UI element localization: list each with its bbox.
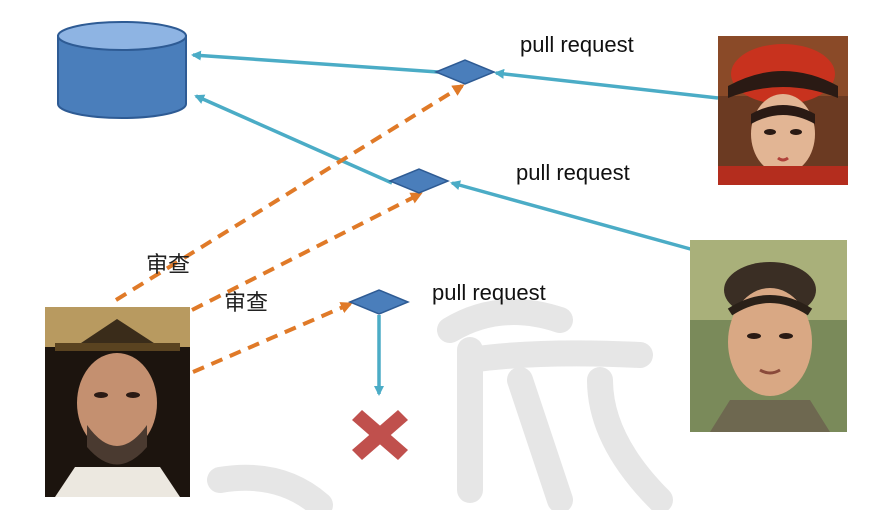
merge-point-top-diamond-icon xyxy=(434,59,496,85)
contributor-young-man-photo xyxy=(690,240,847,432)
merge-arrow-top-to-repo xyxy=(191,50,439,74)
review-label-a: 审查 xyxy=(146,253,190,278)
pull-request-label-middle: pull request xyxy=(516,160,630,185)
watermark xyxy=(207,299,673,510)
pull-request-label-top: pull request xyxy=(520,32,634,57)
pr-arrow-top-to-diamond xyxy=(494,68,719,100)
review-label-b: 审查 xyxy=(224,291,268,316)
pull-request-label-bottom: pull request xyxy=(432,280,546,305)
review-line-middle xyxy=(191,192,423,312)
rejected-x-icon xyxy=(352,410,408,460)
contributor-woman-photo xyxy=(718,36,848,185)
reviewer-official-photo xyxy=(45,307,190,497)
pr-arrow-middle-to-diamond xyxy=(450,180,695,252)
merge-arrow-middle-to-repo xyxy=(194,94,393,185)
merge-point-bottom-diamond-icon xyxy=(348,289,410,315)
merge-point-middle-diamond-icon xyxy=(388,168,450,194)
review-line-top xyxy=(114,84,465,302)
repository-icon xyxy=(57,21,187,119)
review-line-bottom xyxy=(192,302,353,374)
